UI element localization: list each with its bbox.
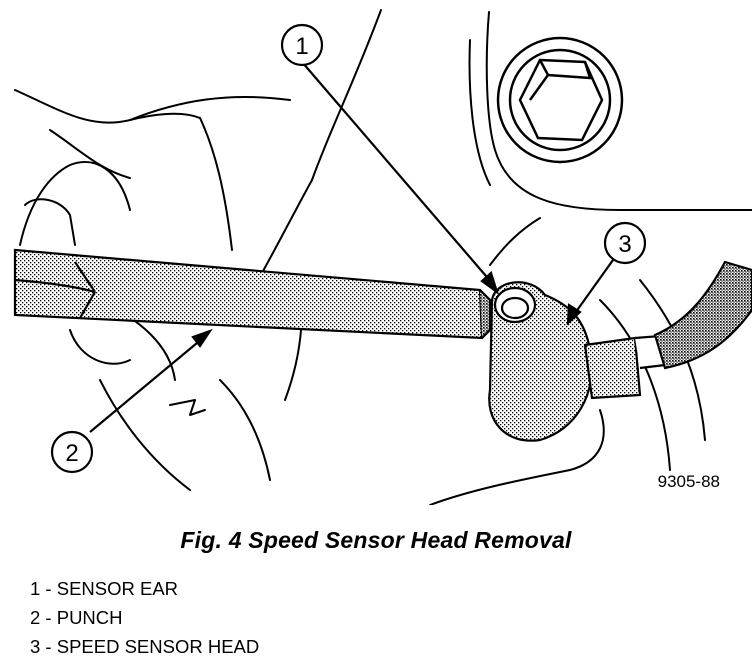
legend-item-sensor-ear: 1 - SENSOR EAR — [30, 578, 179, 599]
bracket-notch — [169, 399, 206, 416]
housing-rib — [199, 117, 233, 251]
flange-inner — [468, 39, 491, 186]
housing-edge — [49, 129, 131, 179]
housing-curve-upper — [19, 161, 131, 246]
casting-base — [429, 409, 605, 505]
sensor-body — [488, 281, 593, 442]
hand-grip-left — [24, 198, 76, 246]
finger — [69, 329, 131, 365]
sensor-wire — [583, 260, 752, 400]
legend-list: 1 - SENSOR EAR 2 - PUNCH 3 - SPEED SENSO… — [30, 574, 259, 661]
housing-vertical-line-2 — [254, 179, 313, 286]
legend-item-speed-sensor-head: 3 - SPEED SENSOR HEAD — [30, 636, 260, 657]
callout-2: 2 — [50, 430, 94, 474]
punch — [13, 248, 492, 340]
callout-3: 3 — [603, 221, 647, 265]
flange-lower — [489, 217, 541, 266]
legend-item-punch: 2 - PUNCH — [30, 607, 123, 628]
arrow-3 — [566, 303, 582, 326]
leader-line-1 — [301, 61, 493, 284]
housing-rib-2 — [129, 112, 201, 121]
svg-text:3: 3 — [618, 231, 631, 258]
svg-text:2: 2 — [65, 440, 78, 467]
callout-1: 1 — [280, 23, 324, 67]
arrow-2 — [191, 328, 213, 348]
svg-text:1: 1 — [295, 33, 308, 60]
figure-number: 9305-88 — [658, 472, 720, 491]
speed-sensor-illustration: 1 2 3 9305-88 — [13, 9, 752, 505]
bolt-head — [496, 36, 624, 164]
leader-line-3 — [572, 259, 614, 317]
housing-outline — [14, 89, 291, 124]
boss-curve — [219, 379, 271, 481]
casting-line-right — [599, 299, 671, 471]
flange-outline — [485, 11, 752, 211]
figure-caption: Fig. 4 Speed Sensor Head Removal — [180, 527, 572, 553]
leader-line-2 — [89, 337, 204, 433]
arrow-1 — [480, 271, 500, 295]
housing-lower-left — [99, 379, 191, 491]
housing-vertical-line — [311, 9, 382, 181]
